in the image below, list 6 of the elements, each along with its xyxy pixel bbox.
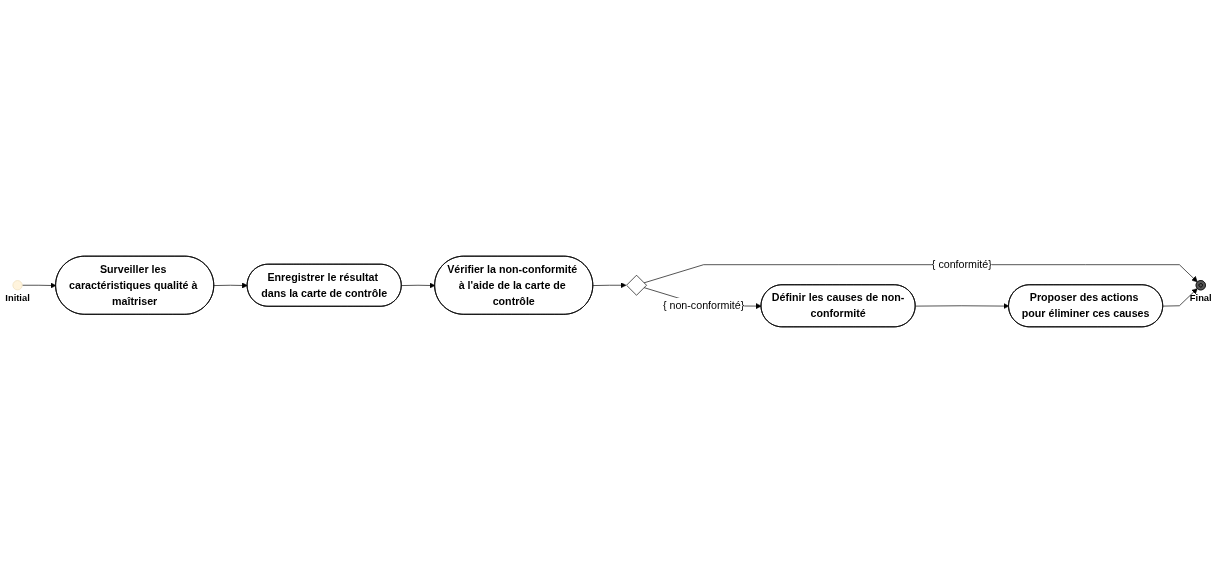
edge-label: { non-conformité} <box>662 299 745 312</box>
edge-label: { conformité} <box>931 258 992 271</box>
node-circle <box>12 280 23 291</box>
node-caption: Final <box>1189 292 1212 303</box>
node-diamond <box>626 274 647 296</box>
node-caption: Initial <box>5 292 30 303</box>
